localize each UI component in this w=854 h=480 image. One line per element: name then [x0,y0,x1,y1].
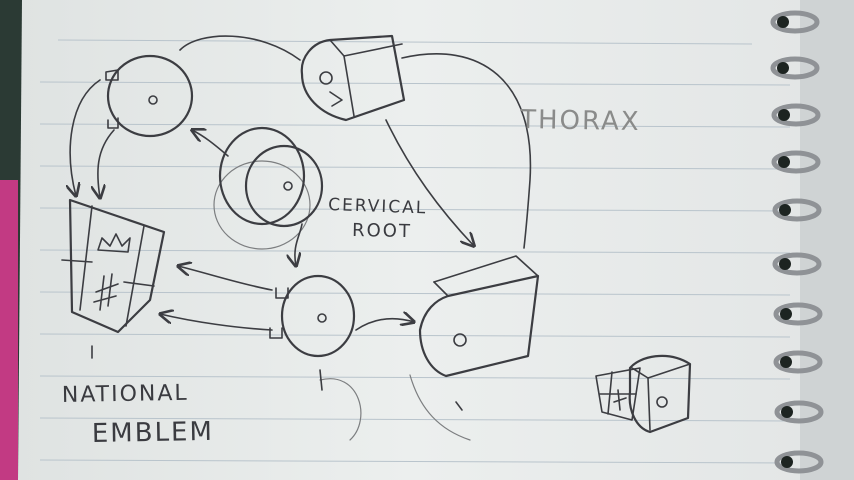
spiral-ring-icon [772,198,822,222]
round-node-bottom [269,274,356,358]
connector-arrows [70,35,532,411]
spiral-ring-icon [774,400,824,424]
spiral-ring-icon [774,450,824,474]
round-node-center [218,126,324,228]
box-node-lower-right [418,255,540,378]
page-right-edge [800,0,854,480]
box-node-top [300,34,406,122]
spiral-ring-icon [771,103,821,127]
label-thorax: THORAX [519,105,641,137]
label-emblem: EMBLEM [92,417,215,449]
notebook-page [18,0,806,480]
spiral-ring-icon [771,150,821,174]
shield-icon [61,198,166,334]
spiral-ring-icon [773,302,823,326]
spiral-binding [770,10,824,474]
ruled-lines [39,39,791,464]
small-composite-sketch [595,354,692,434]
label-national: NATIONAL [62,381,189,408]
spiral-ring-icon [770,56,820,80]
spiral-ring-icon [773,350,823,374]
spiral-ring-icon [770,10,820,34]
label-root: ROOT [352,220,412,242]
round-node-top-left [105,54,194,138]
pink-margin-strip [0,180,18,480]
spiral-ring-icon [772,252,822,276]
label-cervical: CERVICAL [328,195,428,218]
faint-ghost-sketches [213,160,471,441]
